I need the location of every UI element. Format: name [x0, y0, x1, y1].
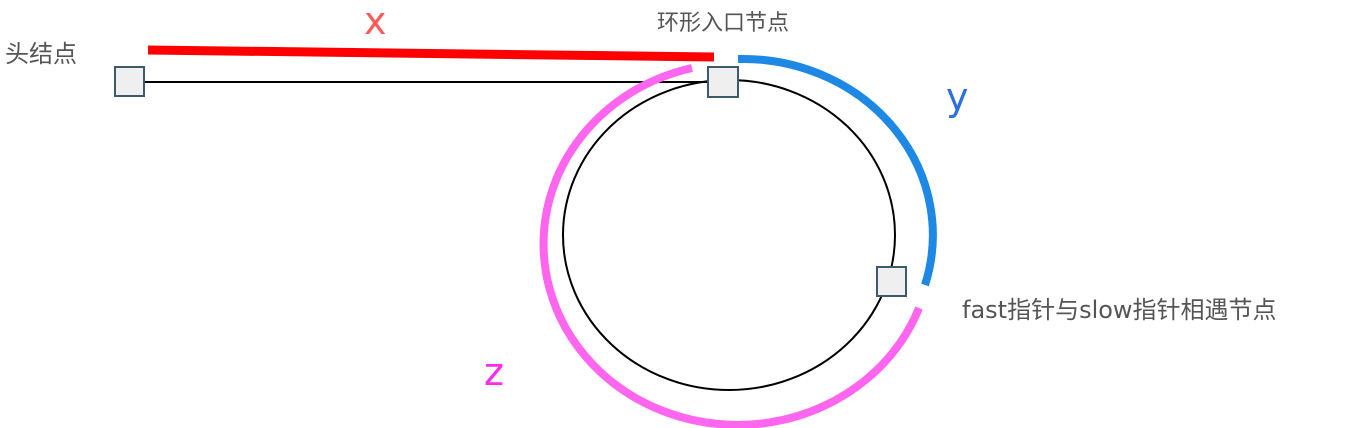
meeting-node-label: fast指针与slow指针相遇节点 — [962, 296, 1277, 324]
segment-y-arc — [737, 54, 937, 287]
head-node — [114, 66, 145, 97]
segment-z-label: z — [484, 350, 504, 394]
segment-x-bar — [147, 45, 715, 62]
segment-x-label: x — [364, 0, 387, 43]
entry-node-label: 环形入口节点 — [657, 11, 789, 36]
head-node-label: 头结点 — [5, 40, 77, 68]
segment-z-arc — [539, 64, 923, 428]
segment-y-label: y — [946, 75, 969, 119]
meeting-node — [876, 266, 907, 297]
cycle-ring — [562, 79, 896, 391]
cycle-entry-node — [707, 66, 739, 98]
